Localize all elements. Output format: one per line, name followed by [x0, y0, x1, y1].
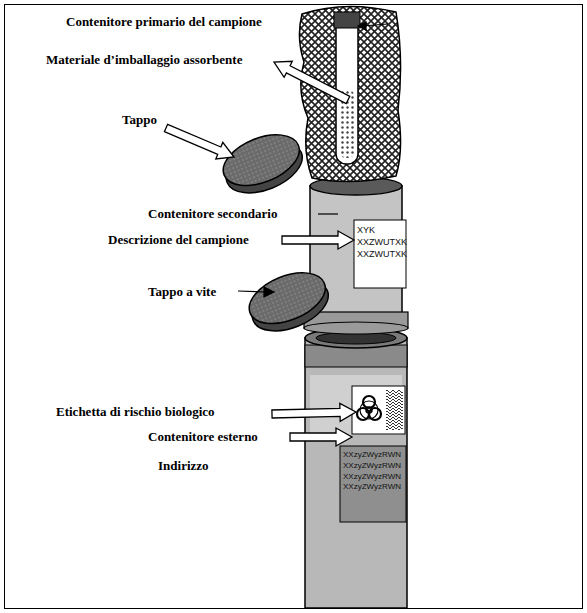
part-label: Etichetta di rischio biologico	[56, 404, 215, 420]
sticker-text: XXZWUTXK	[357, 248, 403, 260]
part-label: Contenitore esterno	[148, 429, 258, 445]
cap	[216, 125, 310, 203]
screw-cap	[242, 263, 336, 341]
callout-arrow	[274, 61, 350, 103]
sticker-text: XXzyZWyzRWN	[343, 472, 403, 483]
sample-description-sticker: XYKXXZWUTXKXXZWUTXK	[355, 221, 405, 263]
sticker-text: XXzyZWyzRWN	[343, 450, 403, 461]
callout-arrow	[272, 403, 356, 421]
callout-arrow	[164, 124, 234, 159]
sticker-text: XXzyZWyzRWN	[343, 461, 403, 472]
part-label: Tappo a vite	[148, 284, 216, 300]
part-label: Indirizzo	[158, 458, 209, 474]
sticker-text: XXZWUTXK	[357, 236, 403, 248]
outer-container	[305, 328, 407, 608]
part-label: Contenitore secondario	[148, 206, 277, 222]
primary-tube	[334, 12, 360, 164]
part-label: Descrizione del campione	[108, 232, 249, 248]
callout-arrow	[282, 231, 354, 249]
sticker-text: XYK	[357, 224, 403, 236]
sticker-text: XXzyZWyzRWN	[343, 482, 403, 493]
part-label: Materiale d’imballaggio assorbente	[46, 52, 242, 68]
part-label: Tappo	[122, 112, 157, 128]
callout-arrows	[164, 61, 356, 446]
part-label: Contenitore primario del campione	[66, 14, 262, 30]
biohazard-symbol	[357, 396, 381, 420]
address-sticker: XXzyZWyzRWNXXzyZWyzRWNXXzyZWyzRWNXXzyZWy…	[341, 447, 405, 496]
callout-arrow	[290, 428, 352, 446]
frame	[5, 5, 583, 609]
absorbent-material	[299, 6, 400, 181]
